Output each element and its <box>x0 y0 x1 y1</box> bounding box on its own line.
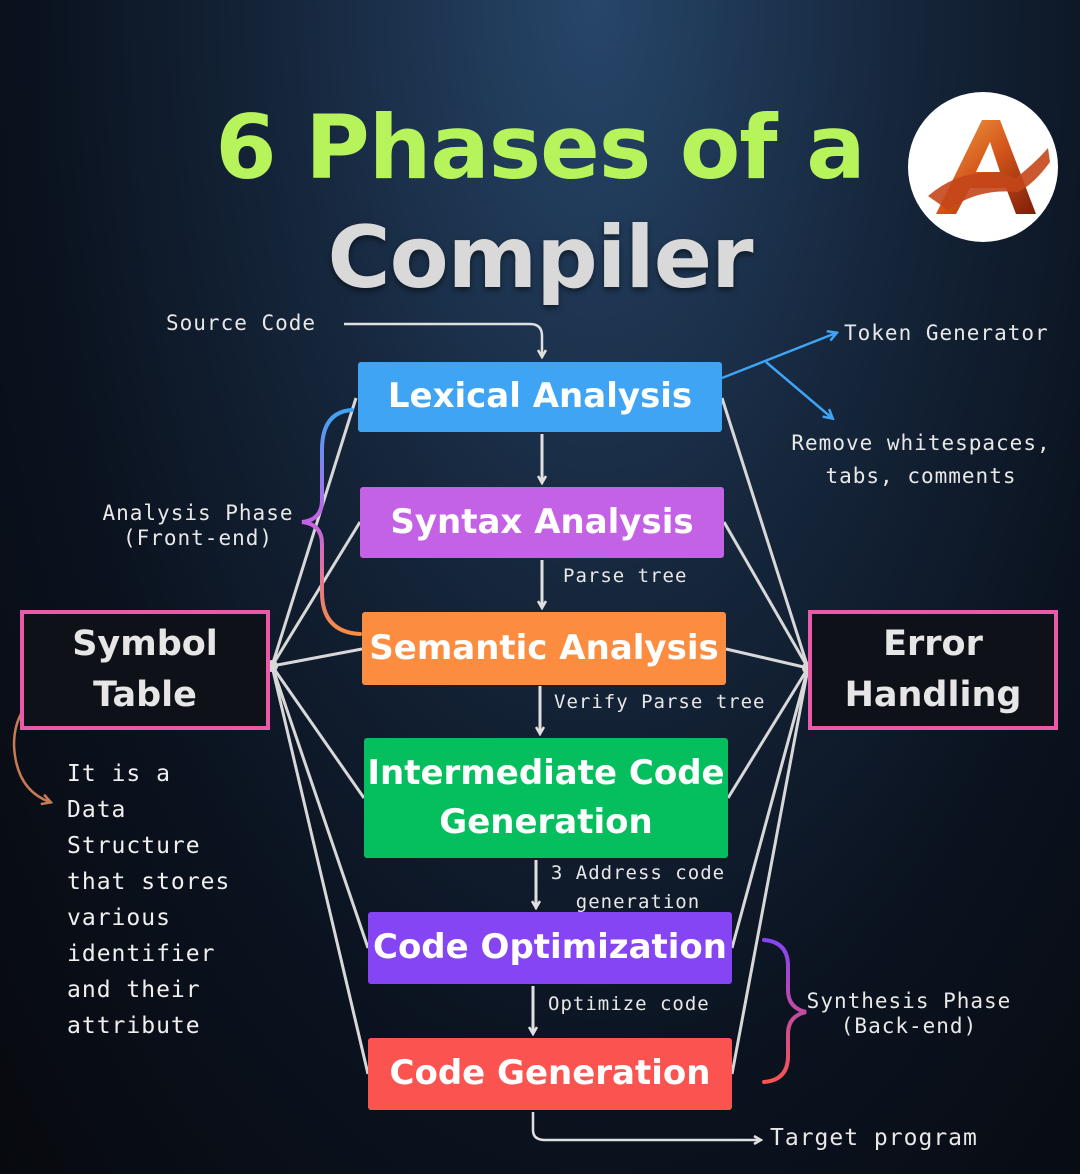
analysis-phase-subtitle: (Front-end) <box>122 526 274 550</box>
description-line: Structure <box>67 833 201 859</box>
note-remove-whitespaces: Remove whitespaces, tabs, comments <box>791 431 1051 488</box>
synthesis-phase-subtitle: (Back-end) <box>840 1014 978 1038</box>
error-handling-connectors <box>720 397 810 1075</box>
analysis-phase-brace <box>301 408 362 636</box>
description-line: Data <box>67 797 127 823</box>
description-line: identifier <box>67 941 216 967</box>
phase-code-generation: Code Generation <box>368 1038 732 1110</box>
phase-semantic-analysis: Semantic Analysis <box>362 612 726 685</box>
arrow-label-optimize-code: Optimize code <box>548 993 710 1015</box>
description-line: various <box>67 905 171 931</box>
analysis-phase-title: Analysis Phase <box>102 501 294 525</box>
source-code-label: Source Code <box>166 311 317 335</box>
token-generator-arrow <box>721 333 836 380</box>
page-title-line-2: Compiler <box>327 208 753 308</box>
symbol-table-box: Symbol Table <box>20 610 270 730</box>
arrow-label-parse-tree: Parse tree <box>563 565 688 587</box>
error-handling-box: Error Handling <box>808 610 1058 730</box>
arrow-label-three-address-code: 3 Address code generation <box>550 862 726 913</box>
arrow-label-verify-parse-tree: Verify Parse tree <box>554 691 766 713</box>
symbol-table-description: It is a Data Structure that stores vario… <box>67 756 230 1044</box>
input-arrow <box>344 322 542 356</box>
phase-intermediate-code-generation: Intermediate Code Generation <box>364 738 728 858</box>
brand-logo <box>908 92 1058 242</box>
target-program-label: Target program <box>770 1125 978 1151</box>
logo-icon <box>928 120 1050 214</box>
output-arrow <box>531 1112 760 1140</box>
description-line: attribute <box>67 1013 201 1039</box>
phase-syntax-analysis: Syntax Analysis <box>360 487 724 558</box>
remove-whitespace-arrow <box>765 361 832 418</box>
synthesis-phase-label: Synthesis Phase (Back-end) <box>800 989 1018 1039</box>
phase-lexical-analysis: Lexical Analysis <box>358 362 722 432</box>
phase-code-optimization: Code Optimization <box>368 912 732 984</box>
description-line: and their <box>67 977 201 1003</box>
symbol-table-connectors <box>270 397 370 1075</box>
page-title-line-1: 6 Phases of a <box>215 96 865 199</box>
synthesis-phase-brace <box>762 938 807 1084</box>
note-token-generator: Token Generator <box>844 321 1049 345</box>
description-line: that stores <box>67 869 231 895</box>
description-line: It is a <box>67 761 171 787</box>
synthesis-phase-title: Synthesis Phase <box>806 989 1012 1013</box>
analysis-phase-label: Analysis Phase (Front-end) <box>96 501 300 551</box>
